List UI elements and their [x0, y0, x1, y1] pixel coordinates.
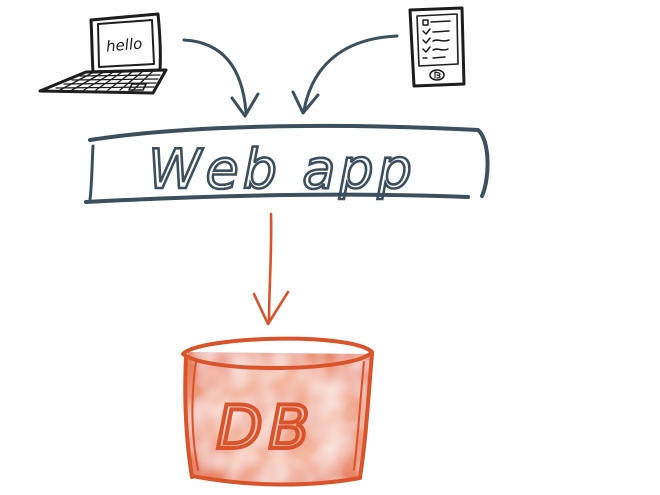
- edge-tablet-to-webapp: [291, 34, 399, 115]
- laptop-icon: [38, 12, 168, 95]
- database-node: [181, 336, 374, 487]
- edge-laptop-to-webapp: [182, 38, 260, 118]
- web-app-node: [84, 123, 490, 204]
- edge-webapp-to-database: [252, 212, 290, 326]
- laptop-screen-text: hello: [105, 35, 143, 56]
- database-label: DB: [216, 393, 315, 463]
- tablet-icon: [408, 6, 466, 88]
- web-app-label: Web app: [148, 138, 416, 201]
